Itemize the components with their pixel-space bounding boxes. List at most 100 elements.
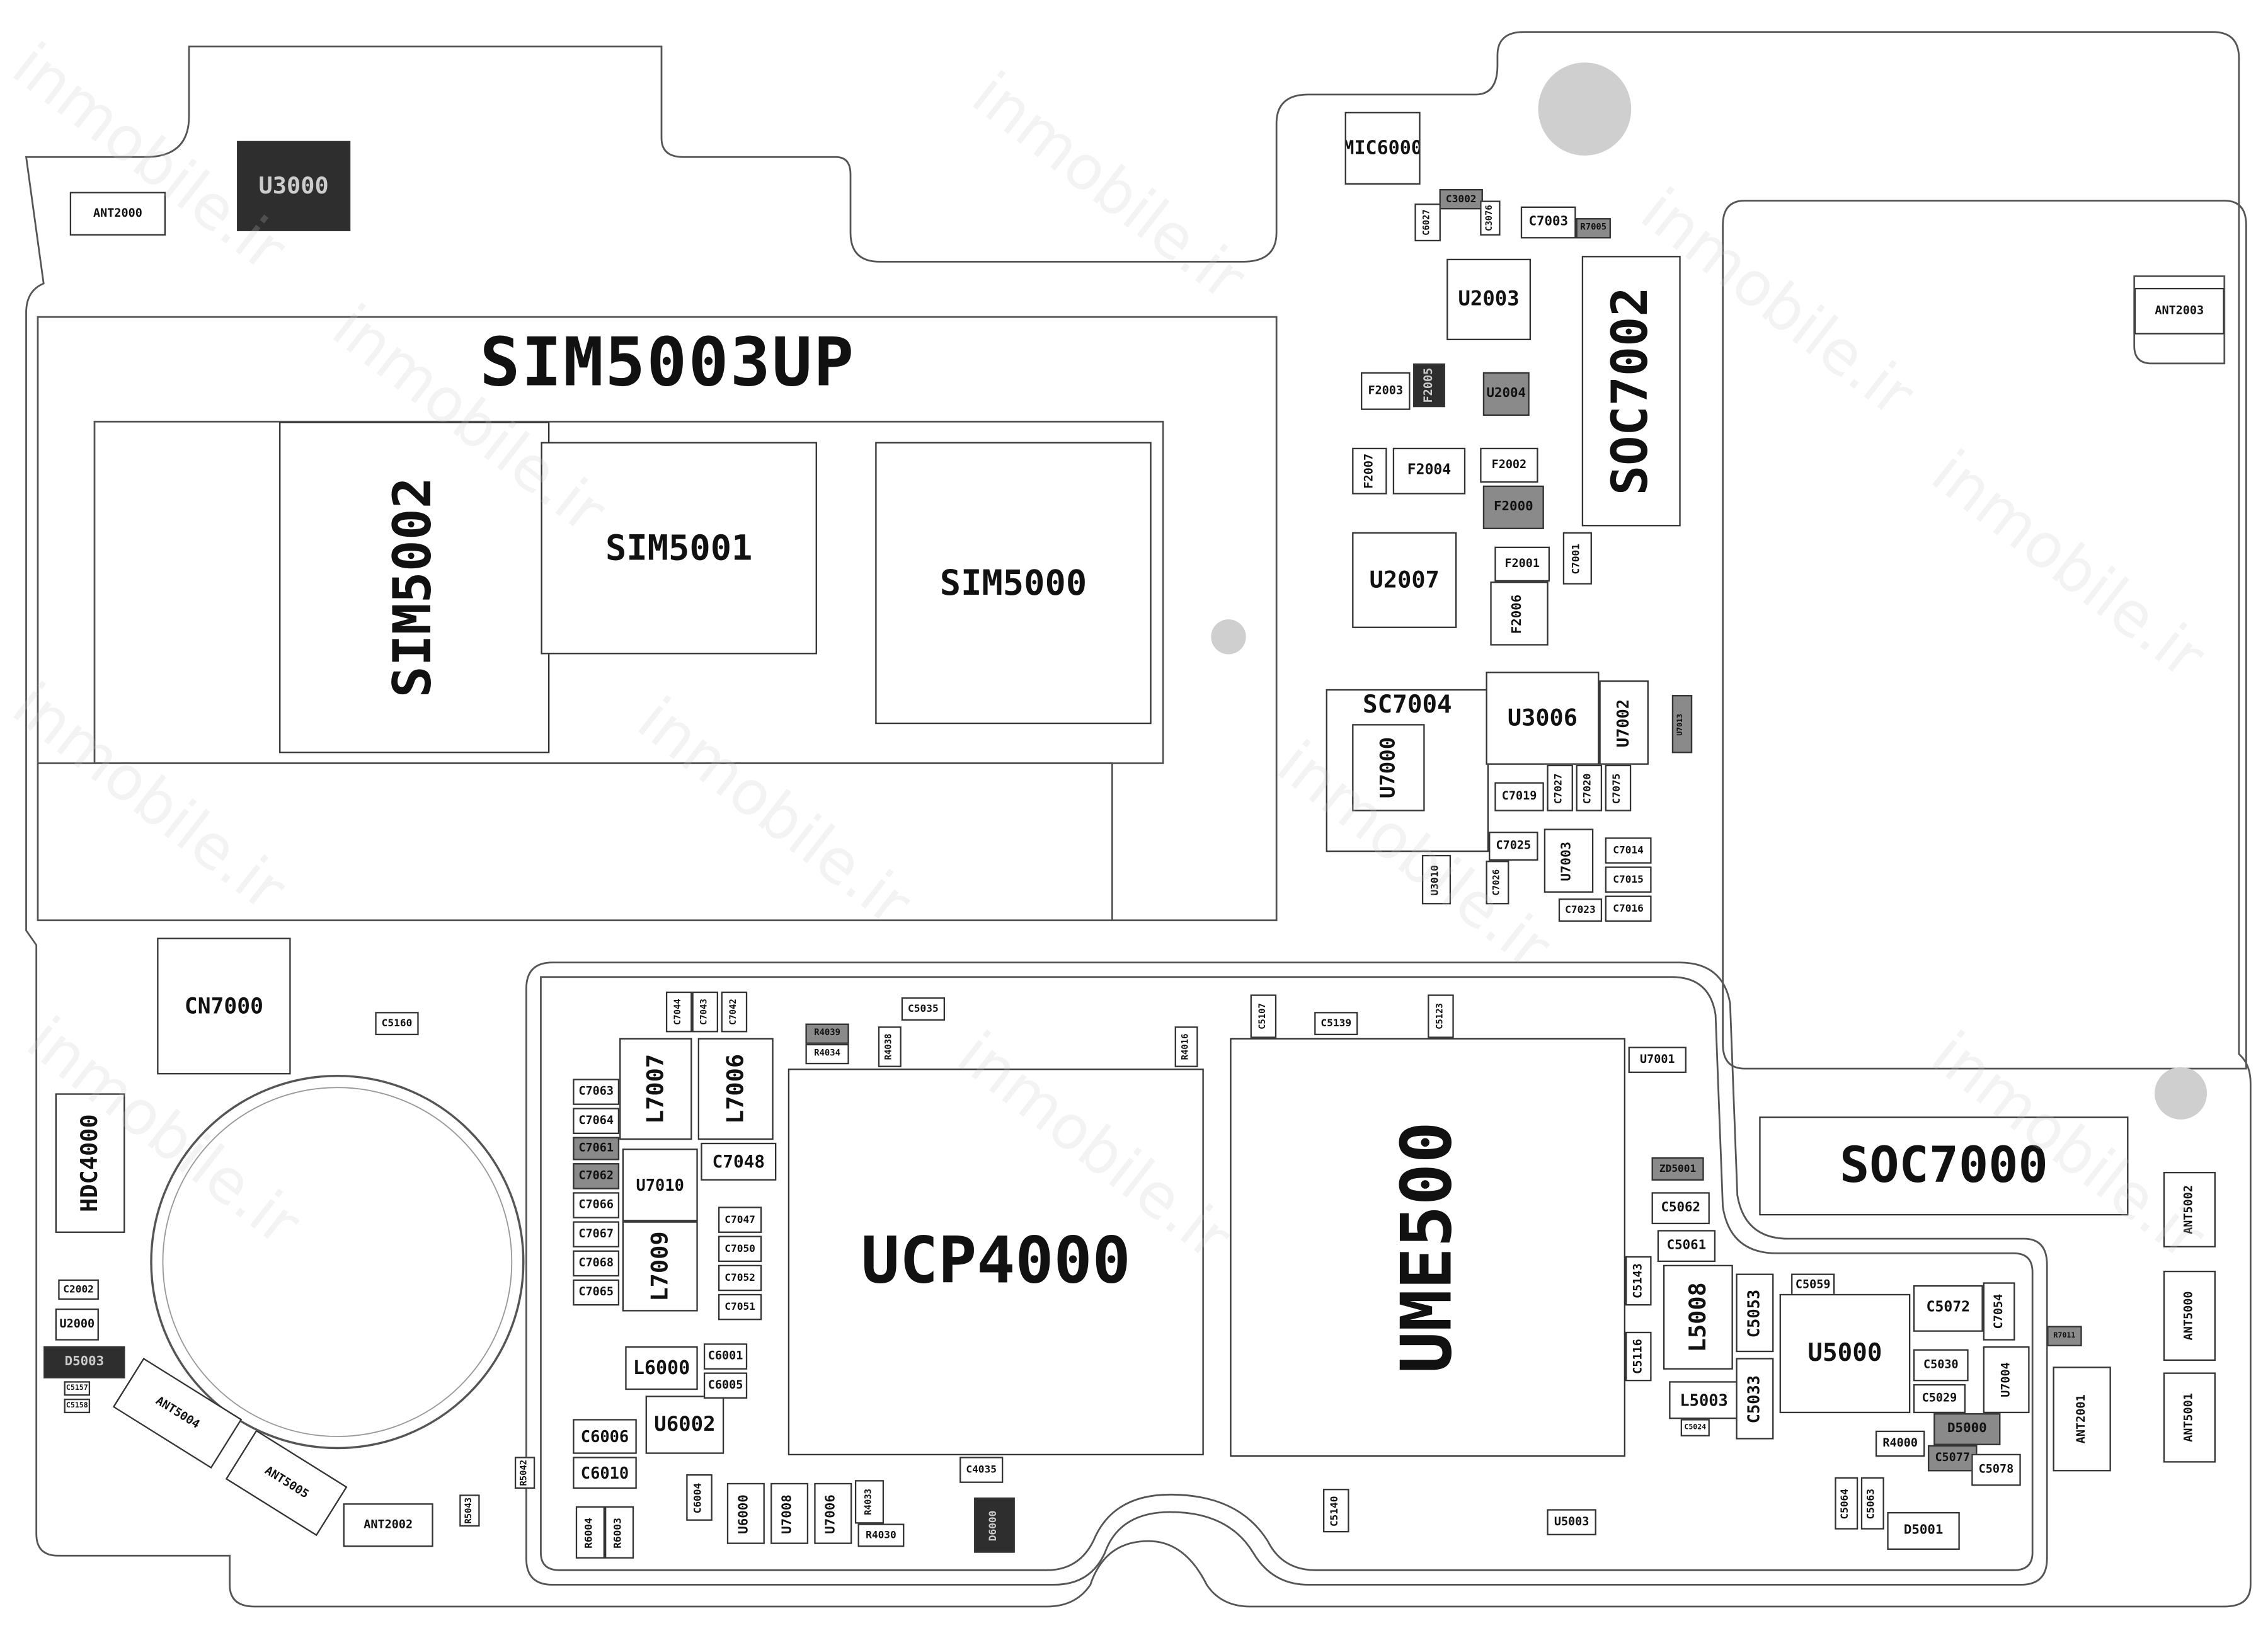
component-label: C7014	[1613, 844, 1644, 856]
component-label: C7066	[578, 1198, 614, 1212]
component-c7016: C7016	[1605, 895, 1652, 922]
component-u7004: U7004	[1983, 1346, 2030, 1414]
component-u6002: U6002	[645, 1395, 724, 1454]
component-label: C5029	[1922, 1391, 1957, 1405]
component-c5035: C5035	[901, 997, 946, 1021]
component-label: R5043	[464, 1497, 474, 1524]
component-c7020: C7020	[1576, 764, 1603, 811]
component-label: C5072	[1926, 1300, 1971, 1316]
component-u2004: U2004	[1482, 372, 1530, 416]
component-label: C7020	[1582, 772, 1595, 804]
component-c5053: C5053	[1736, 1273, 1774, 1353]
component-r4016: R4016	[1174, 1026, 1198, 1067]
component-label: F2005	[1421, 367, 1435, 403]
component-c7054: C7054	[1983, 1282, 2015, 1341]
component-f2005: F2005	[1413, 363, 1445, 408]
component-c5077: C5077	[1928, 1445, 1978, 1472]
component-c5029: C5029	[1913, 1384, 1966, 1414]
component-label: R7011	[2053, 1331, 2076, 1340]
component-label: R6004	[583, 1516, 596, 1548]
component-c7075: C7075	[1605, 764, 1632, 811]
component-label: ANT5001	[2182, 1393, 2196, 1442]
component-label: C6001	[707, 1349, 743, 1363]
component-c7048: C7048	[701, 1142, 777, 1181]
component-label: U6000	[738, 1494, 753, 1533]
component-label: C4035	[966, 1463, 997, 1475]
component-label: C7051	[724, 1300, 755, 1312]
component-c5160: C5160	[375, 1012, 419, 1036]
component-label: C7026	[1491, 869, 1502, 896]
component-label: D6000	[988, 1510, 1000, 1541]
component-label: C7019	[1501, 789, 1537, 803]
component-label: ZD5001	[1659, 1162, 1697, 1174]
component-soc7002: SOC7002	[1581, 256, 1681, 527]
component-c7064: C7064	[573, 1108, 620, 1135]
component-label: CN7000	[184, 992, 263, 1019]
component-label: C5062	[1661, 1200, 1700, 1215]
component-label: ANT2001	[2075, 1394, 2088, 1444]
component-label: R4033	[863, 1489, 874, 1515]
component-u2007: U2007	[1352, 532, 1457, 628]
component-c6027: C6027	[1414, 203, 1441, 242]
component-u2000: U2000	[55, 1308, 99, 1341]
component-c7044: C7044	[665, 991, 692, 1033]
component-label: C5024	[1684, 1423, 1707, 1431]
component-label: L5008	[1683, 1282, 1712, 1353]
component-label: D5000	[1947, 1421, 1987, 1436]
component-u2003: U2003	[1446, 258, 1532, 341]
component-label: C5158	[66, 1401, 88, 1410]
component-label: C6010	[580, 1463, 629, 1482]
component-f2003: F2003	[1361, 372, 1411, 410]
component-c5061: C5061	[1657, 1230, 1716, 1263]
component-c3076: C3076	[1480, 200, 1501, 236]
component-label: C7016	[1613, 902, 1644, 914]
component-c7025: C7025	[1489, 832, 1538, 861]
component-label: ANT5000	[2182, 1291, 2196, 1341]
component-label: UCP4000	[861, 1224, 1131, 1298]
component-label: R4039	[814, 1028, 840, 1038]
component-label: U2007	[1369, 565, 1440, 593]
component-c7051: C7051	[718, 1293, 762, 1321]
component-label: C7023	[1565, 903, 1596, 915]
component-label: R4038	[884, 1033, 895, 1060]
component-label: C5116	[1631, 1339, 1645, 1374]
component-label: F2001	[1504, 556, 1540, 570]
component-label: SIM5000	[939, 563, 1087, 604]
component-ant5000: ANT5000	[2163, 1270, 2216, 1361]
component-label: C2002	[63, 1283, 94, 1295]
component-label: D5003	[64, 1354, 105, 1369]
component-label: U2004	[1486, 386, 1526, 401]
component-label: U7013	[1676, 713, 1686, 735]
component-label: U6002	[654, 1413, 716, 1437]
component-ume500: UME500	[1230, 1038, 1626, 1457]
component-c5078: C5078	[1971, 1453, 2021, 1486]
component-c7043: C7043	[692, 991, 719, 1033]
component-label: C7050	[724, 1242, 755, 1254]
component-label: C5143	[1631, 1263, 1645, 1298]
component-c7063: C7063	[573, 1079, 620, 1105]
component-label: L5003	[1680, 1390, 1728, 1410]
component-label: F2006	[1511, 593, 1526, 634]
component-label: C5059	[1795, 1278, 1831, 1292]
component-label: C6004	[692, 1482, 705, 1513]
component-label: C5053	[1745, 1288, 1765, 1338]
component-c5139: C5139	[1314, 1012, 1358, 1036]
component-r7005: R7005	[1576, 218, 1611, 239]
component-label: U7002	[1614, 698, 1634, 747]
component-ucp4000: UCP4000	[788, 1069, 1204, 1456]
component-cn7000: CN7000	[157, 937, 291, 1075]
component-label: C7048	[712, 1151, 765, 1172]
component-label: C6006	[580, 1427, 629, 1447]
component-c5030: C5030	[1913, 1349, 1969, 1382]
component-label: C5160	[381, 1017, 413, 1029]
component-c7050: C7050	[718, 1235, 762, 1263]
component-c7003: C7003	[1520, 206, 1576, 239]
component-soc7000: SOC7000	[1759, 1116, 2129, 1216]
component-label: C7015	[1613, 873, 1644, 885]
component-label: R4030	[866, 1528, 896, 1541]
component-label: C5107	[1257, 1003, 1268, 1029]
component-u7001: U7001	[1628, 1046, 1687, 1074]
component-c7023: C7023	[1558, 898, 1603, 922]
